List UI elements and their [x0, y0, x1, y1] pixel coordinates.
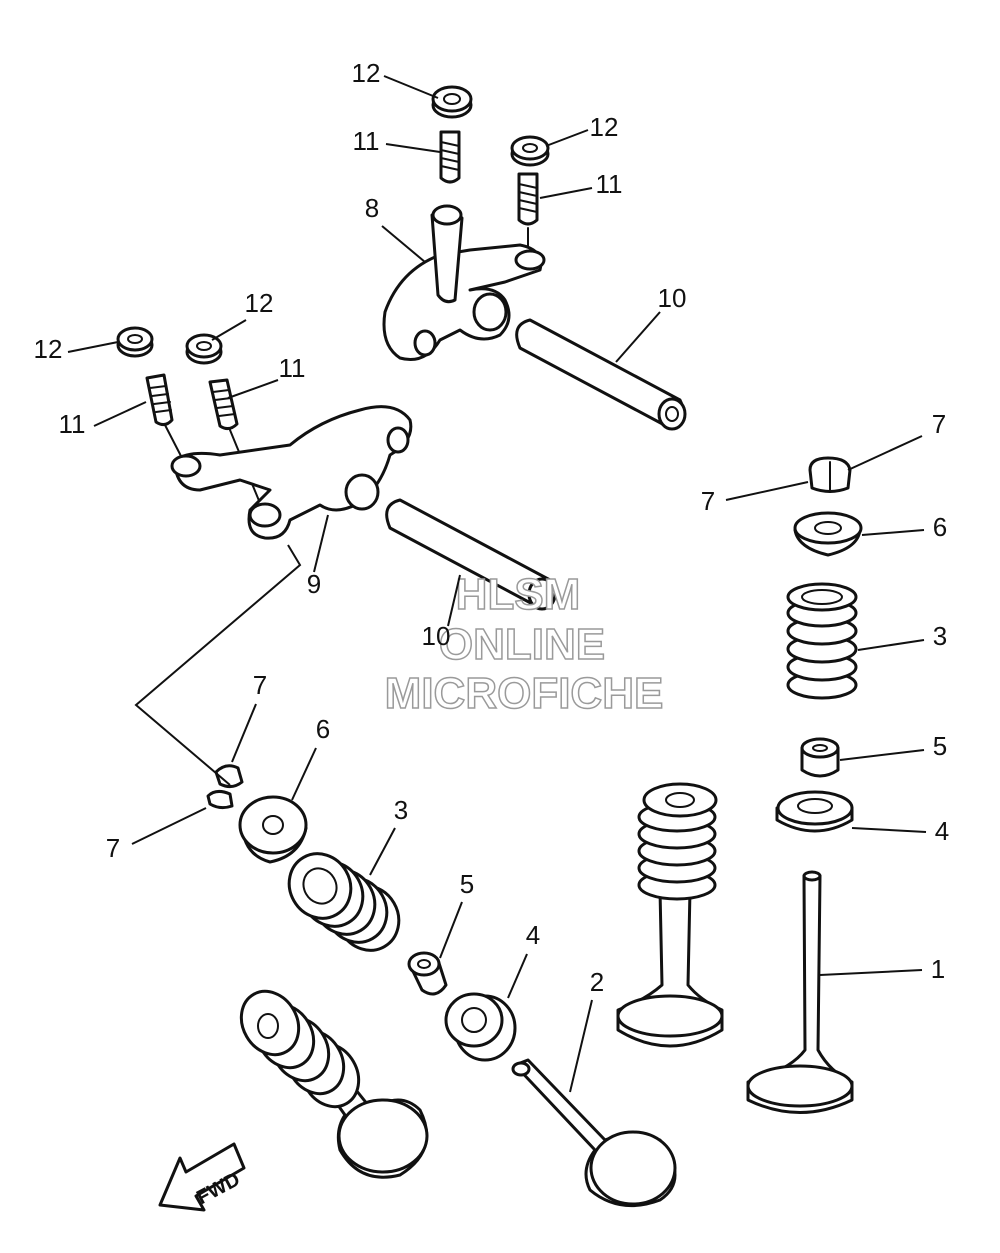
callout-leader-line: [447, 574, 461, 627]
callout-leader-line: [93, 401, 147, 427]
callout-leader-line: [819, 969, 923, 976]
callout-number: 7: [106, 833, 120, 863]
callout-number: 8: [365, 193, 379, 223]
callout-number: 4: [526, 920, 540, 950]
valve-assembly-part: [239, 989, 429, 1179]
callout-number: 6: [933, 512, 947, 542]
adjuster-screw-part: [145, 373, 183, 459]
valve-collet-part: [808, 456, 852, 493]
watermark: HLSM ONLINE MICROFICHE: [384, 569, 664, 719]
callout-leader-line: [725, 481, 809, 501]
callout-leader-line: [539, 187, 593, 199]
callout-leader-line: [131, 807, 207, 845]
valve-collet-part: [206, 764, 244, 810]
adjuster-screw-part: [208, 378, 263, 509]
rocker-arm-part: [382, 204, 546, 361]
rocker-arm-part: [170, 405, 413, 540]
callout-number: 12: [245, 288, 274, 318]
callout-number: 6: [316, 714, 330, 744]
callout-leader-line: [385, 143, 441, 153]
callout-leader-line: [211, 319, 247, 341]
callout-leader-line: [507, 953, 528, 999]
valve-part: [746, 870, 854, 1114]
watermark-line-2: ONLINE: [439, 620, 605, 669]
watermark-line-3: MICROFICHE: [385, 669, 664, 718]
callout-leader-line: [857, 639, 925, 651]
callout-leader-line: [439, 901, 463, 959]
nut-part: [510, 135, 550, 167]
callout-leader-line: [369, 827, 396, 876]
callout-leader-line: [313, 514, 329, 573]
callout-number: 7: [701, 486, 715, 516]
callout-leader-line: [291, 747, 317, 801]
callout-leader-line: [851, 827, 927, 833]
valve-stem-seal-part: [407, 951, 448, 996]
callout-number: 4: [935, 816, 949, 846]
callout-number: 1: [931, 954, 945, 984]
callout-number: 11: [353, 126, 380, 156]
callout-number: 2: [590, 967, 604, 997]
callout-number: 9: [307, 569, 321, 599]
callout-number: 12: [590, 112, 619, 142]
valve-part: [511, 1058, 677, 1208]
callout-number: 12: [34, 334, 63, 364]
callout-leader-line: [847, 435, 923, 471]
spring-seat-part: [444, 992, 517, 1062]
callout-leader-line: [227, 379, 279, 399]
callout-number: 5: [460, 869, 474, 899]
callout-leader-line: [861, 529, 925, 536]
spring-retainer-part: [793, 511, 863, 557]
callout-number: 12: [352, 58, 381, 88]
callout-leader-line: [67, 341, 119, 353]
callout-leader-line: [383, 75, 439, 99]
spring-seat-part: [775, 790, 854, 833]
valve-assembly-part: [616, 782, 724, 1048]
callout-leader-line: [615, 311, 661, 363]
nut-part: [116, 326, 154, 358]
callout-leader-line: [545, 129, 589, 147]
valve-spring-part: [287, 852, 401, 952]
rocker-shaft-part: [515, 318, 687, 431]
spring-retainer-part: [238, 795, 308, 864]
valve-stem-seal-part: [800, 737, 840, 778]
fwd-arrow-icon: FWD: [158, 1142, 246, 1212]
callout-leader-line: [381, 225, 426, 263]
callout-leader-line: [569, 999, 593, 1093]
callout-leader-line: [839, 749, 925, 761]
nut-part: [431, 85, 473, 119]
rocker-shaft-part: [385, 498, 557, 611]
callout-number: 11: [59, 409, 86, 439]
callout-number: 7: [932, 409, 946, 439]
callout-number: 10: [422, 621, 451, 651]
adjuster-screw-part: [439, 130, 461, 184]
callout-number: 5: [933, 731, 947, 761]
callout-number: 3: [394, 795, 408, 825]
group-bracket-line: [134, 544, 302, 786]
callout-number: 11: [596, 169, 623, 199]
watermark-line-1: HLSM: [456, 570, 581, 619]
callout-number: 10: [658, 283, 687, 313]
callout-number: 3: [933, 621, 947, 651]
callout-leader-line: [231, 703, 257, 763]
callout-layer: 12 11 12 11 8 10 12 12 11 11 9 10 7 7 6 3 5 4 1 7 7 6 3 5 4 2: [34, 58, 949, 1093]
adjuster-screw-part: [517, 172, 539, 253]
callout-number: 11: [279, 353, 306, 383]
callout-number: 7: [253, 670, 267, 700]
nut-part: [185, 333, 223, 365]
valve-spring-part: [786, 582, 858, 700]
